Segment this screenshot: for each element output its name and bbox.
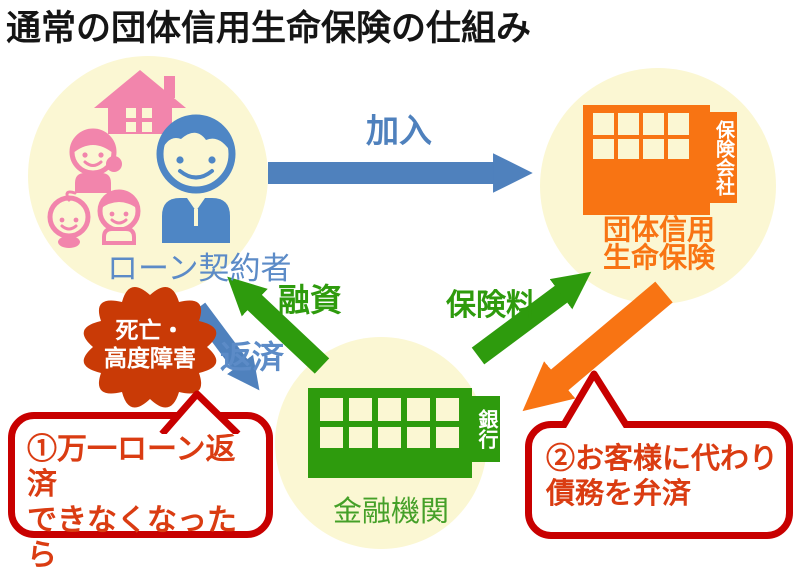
- page-title: 通常の団体信用生命保険の仕組み: [6, 9, 532, 48]
- child-icon: [97, 189, 141, 245]
- premium-arrow-label: 保険料: [446, 289, 536, 322]
- callout-left-tail: [159, 390, 241, 434]
- insurance-building-icon: [583, 105, 737, 215]
- insurer-label: 団体信用 生命保険: [570, 216, 748, 272]
- callout-right-tail: [558, 370, 631, 428]
- callout-left-line1: ①万一ローン返済: [27, 433, 236, 502]
- premium-arrow: [471, 271, 592, 365]
- insurer-label-line2: 生命保険: [602, 242, 715, 273]
- repay-arrow-label: 返済: [220, 339, 285, 375]
- insurer-building-tag: 保険会社: [713, 120, 734, 196]
- loan-arrow-label: 融資: [278, 282, 343, 318]
- bank-building-tag: 銀行: [475, 409, 497, 449]
- death-burst-text: 死亡・ 高度障害: [83, 317, 217, 372]
- bank-label: 金融機関: [333, 496, 450, 528]
- mother-icon: [69, 128, 122, 193]
- insurer-label-line1: 団体信用: [602, 214, 715, 245]
- man-icon: [156, 114, 236, 243]
- repay-arrow: [190, 302, 260, 391]
- borrower-label: ローン契約者: [107, 251, 292, 286]
- death-burst-shape: [83, 286, 217, 408]
- loan-arrow: [227, 276, 330, 374]
- baby-icon: [47, 190, 91, 248]
- family-illustration: [47, 70, 236, 248]
- death-burst-line2: 高度障害: [104, 344, 196, 371]
- callout-right-line1: ②お客様に代わり: [546, 443, 779, 475]
- bank-building-icon: [308, 388, 500, 478]
- callout-left: ①万一ローン返済 できなくなったら: [8, 412, 273, 570]
- callout-right-line2: 債務を弁済: [546, 477, 692, 510]
- death-burst-line1: 死亡・: [115, 317, 185, 343]
- callout-right: ②お客様に代わり 債務を弁済: [525, 421, 793, 539]
- payoff-arrow: [522, 281, 673, 412]
- callout-left-line2: できなくなったら: [27, 503, 237, 570]
- house-icon: [94, 70, 186, 134]
- join-arrow-label: 加入: [366, 112, 432, 149]
